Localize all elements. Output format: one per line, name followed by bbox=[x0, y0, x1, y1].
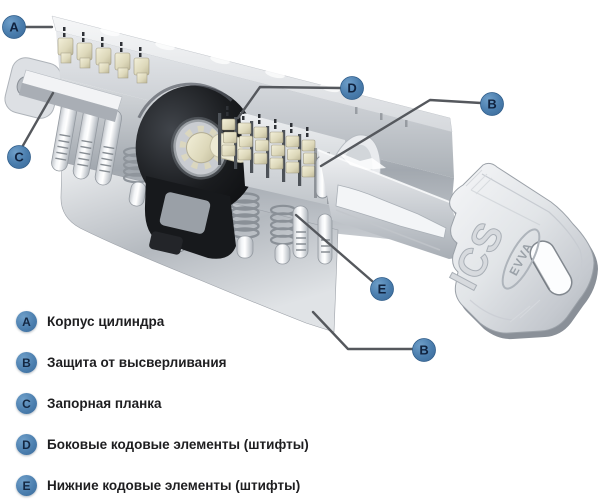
legend-badge-b: B bbox=[16, 352, 37, 373]
svg-text:B: B bbox=[487, 97, 496, 112]
glass-pin-e-target bbox=[292, 205, 309, 259]
callout-line-c bbox=[19, 91, 55, 151]
legend-item-b: B Защита от высверливания bbox=[16, 352, 309, 373]
callout-badge-c: C bbox=[7, 145, 31, 169]
side-code-pins-left bbox=[57, 27, 150, 84]
legend-label-d: Боковые кодовые элементы (штифты) bbox=[47, 437, 309, 452]
svg-text:C: C bbox=[14, 150, 24, 165]
key: ICS EVVA bbox=[317, 149, 598, 340]
svg-text:E: E bbox=[378, 282, 387, 297]
legend-item-a: A Корпус цилиндра bbox=[16, 311, 309, 332]
callout-badge-b-top: B bbox=[480, 92, 504, 116]
legend-item-e: E Нижние кодовые элементы (штифты) bbox=[16, 475, 309, 496]
top-strip-highlights bbox=[100, 27, 340, 93]
legend-label-c: Запорная планка bbox=[47, 396, 162, 411]
legend-badge-e: E bbox=[16, 475, 37, 496]
legend-badge-d: D bbox=[16, 434, 37, 455]
callout-badge-a: A bbox=[2, 15, 26, 39]
legend-badge-a: A bbox=[16, 311, 37, 332]
callout-line-b-top bbox=[319, 98, 483, 168]
side-code-pins-right bbox=[218, 106, 330, 204]
callout-badge-e: E bbox=[370, 277, 394, 301]
key-hole bbox=[529, 240, 573, 296]
legend-label-a: Корпус цилиндра bbox=[47, 314, 165, 329]
code-tick-marks-left bbox=[63, 27, 142, 57]
callout-line-e bbox=[294, 213, 374, 283]
locking-bar bbox=[19, 69, 123, 122]
callout-badge-b-bottom: B bbox=[412, 338, 436, 362]
svg-text:A: A bbox=[9, 20, 19, 35]
legend-badge-c: C bbox=[16, 393, 37, 414]
callout-line-d bbox=[236, 85, 343, 120]
callout-lines bbox=[19, 25, 483, 351]
key-blade bbox=[317, 149, 461, 259]
legend-item-c: C Запорная планка bbox=[16, 393, 309, 414]
cam-ring bbox=[135, 82, 259, 259]
key-head-contours bbox=[469, 173, 583, 321]
callout-badges: A C D B E B bbox=[2, 15, 504, 362]
legend: A Корпус цилиндра B Защита от высверлива… bbox=[16, 311, 309, 500]
callout-badge-d: D bbox=[340, 76, 364, 100]
legend-label-b: Защита от высверливания bbox=[47, 355, 227, 370]
callout-line-b-bottom bbox=[311, 310, 415, 351]
svg-text:D: D bbox=[347, 81, 356, 96]
key-head-hatching bbox=[465, 169, 541, 323]
legend-item-d: D Боковые кодовые элементы (штифты) bbox=[16, 434, 309, 455]
legend-label-e: Нижние кодовые элементы (штифты) bbox=[47, 478, 301, 493]
svg-text:B: B bbox=[419, 343, 428, 358]
top-bar-slots-right bbox=[355, 107, 408, 127]
